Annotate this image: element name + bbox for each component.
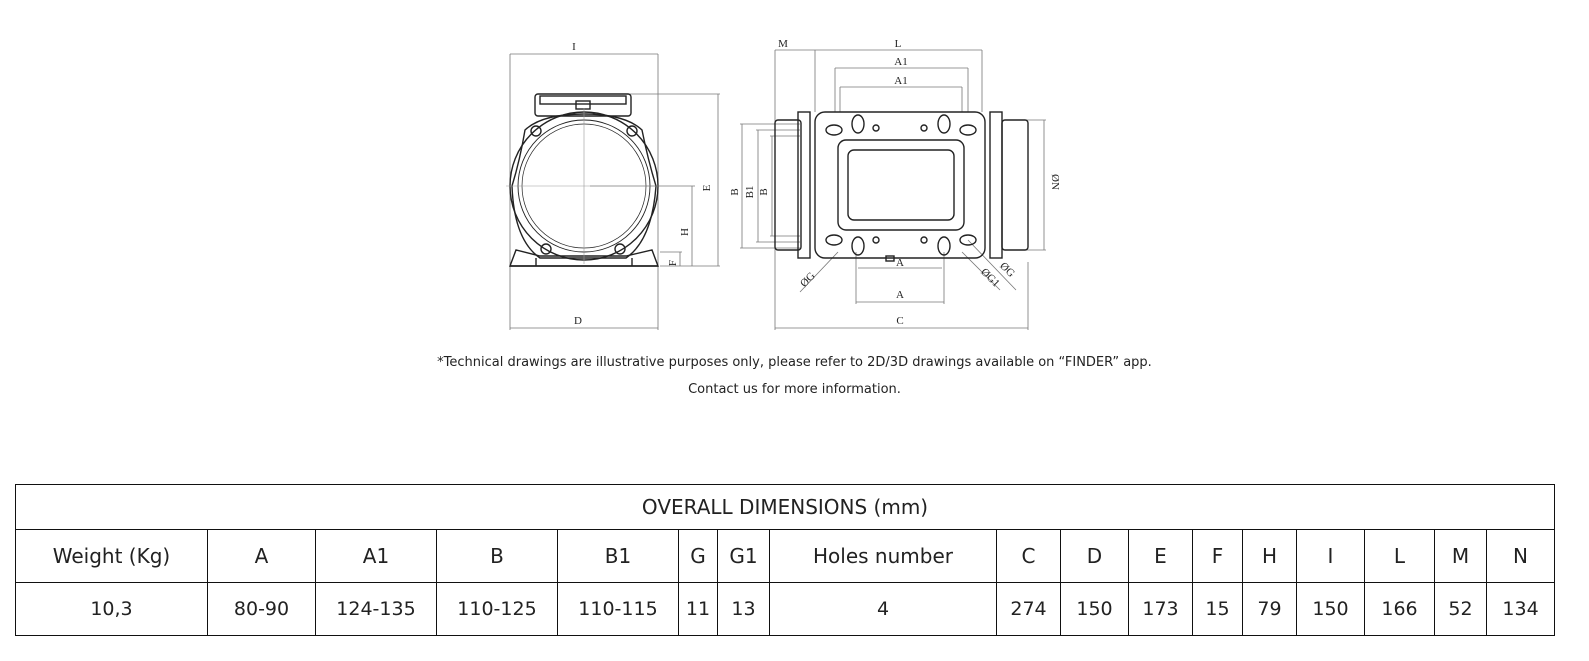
label-I: I bbox=[572, 41, 576, 53]
label-F: F bbox=[667, 260, 679, 266]
value-F: 15 bbox=[1192, 582, 1243, 636]
label-H: H bbox=[679, 228, 691, 236]
value-M: 52 bbox=[1434, 582, 1487, 636]
table-header-row: Weight (Kg) A A1 B B1 G G1 Holes number … bbox=[15, 529, 1556, 583]
header-weight: Weight (Kg) bbox=[15, 529, 208, 583]
value-I: 150 bbox=[1296, 582, 1365, 636]
header-H: H bbox=[1242, 529, 1297, 583]
label-L: L bbox=[895, 38, 902, 50]
header-I: I bbox=[1296, 529, 1365, 583]
table-title-row: OVERALL DIMENSIONS (mm) bbox=[14, 484, 1556, 530]
side-view bbox=[774, 111, 1029, 262]
value-L: 166 bbox=[1364, 582, 1435, 636]
value-A: 80-90 bbox=[207, 582, 316, 636]
label-M: M bbox=[778, 38, 788, 50]
header-L: L bbox=[1364, 529, 1435, 583]
table-row: 10,3 80-90 124-135 110-125 110-115 11 13… bbox=[15, 582, 1556, 636]
header-A: A bbox=[207, 529, 316, 583]
label-OG-right: ØG bbox=[997, 260, 1017, 280]
value-G: 11 bbox=[678, 582, 718, 636]
technical-drawing: I D E H F M L A1 A1 B B1 B ØN A A C ØG Ø… bbox=[506, 38, 1061, 330]
label-D: D bbox=[574, 315, 582, 327]
value-B1: 110-115 bbox=[557, 582, 679, 636]
header-B: B bbox=[436, 529, 558, 583]
dimension-lines bbox=[509, 49, 1046, 330]
header-E: E bbox=[1128, 529, 1193, 583]
value-weight: 10,3 bbox=[15, 582, 208, 636]
header-B1: B1 bbox=[557, 529, 679, 583]
dimensions-table: OVERALL DIMENSIONS (mm) Weight (Kg) A A1… bbox=[14, 484, 1556, 636]
label-E: E bbox=[701, 184, 713, 191]
value-E: 173 bbox=[1128, 582, 1193, 636]
header-M: M bbox=[1434, 529, 1487, 583]
header-holes-number: Holes number bbox=[769, 529, 997, 583]
front-view-centerlines bbox=[506, 108, 662, 264]
header-G: G bbox=[678, 529, 718, 583]
label-C: C bbox=[896, 315, 903, 327]
contact-note: Contact us for more information. bbox=[688, 382, 901, 397]
header-F: F bbox=[1192, 529, 1243, 583]
disclaimer-note: *Technical drawings are illustrative pur… bbox=[437, 355, 1152, 370]
value-H: 79 bbox=[1242, 582, 1297, 636]
value-A1: 124-135 bbox=[315, 582, 437, 636]
label-A-bottom: A bbox=[896, 289, 904, 301]
value-holes-number: 4 bbox=[769, 582, 997, 636]
value-G1: 13 bbox=[717, 582, 770, 636]
label-ON: ØN bbox=[1049, 174, 1061, 190]
value-B: 110-125 bbox=[436, 582, 558, 636]
value-C: 274 bbox=[996, 582, 1061, 636]
header-A1: A1 bbox=[315, 529, 437, 583]
value-N: 134 bbox=[1485, 582, 1556, 636]
header-C: C bbox=[996, 529, 1061, 583]
header-G1: G1 bbox=[717, 529, 770, 583]
label-B: B bbox=[729, 188, 741, 195]
label-A-inner: A bbox=[896, 257, 904, 269]
label-A1-top: A1 bbox=[894, 56, 907, 68]
table-title: OVERALL DIMENSIONS (mm) bbox=[14, 484, 1556, 530]
label-B-inner: B bbox=[758, 188, 770, 195]
header-N: N bbox=[1485, 529, 1556, 583]
value-D: 150 bbox=[1060, 582, 1129, 636]
label-OG-left: ØG bbox=[798, 270, 818, 290]
label-A1-inner: A1 bbox=[894, 75, 907, 87]
header-D: D bbox=[1060, 529, 1129, 583]
label-B1: B1 bbox=[744, 186, 756, 199]
